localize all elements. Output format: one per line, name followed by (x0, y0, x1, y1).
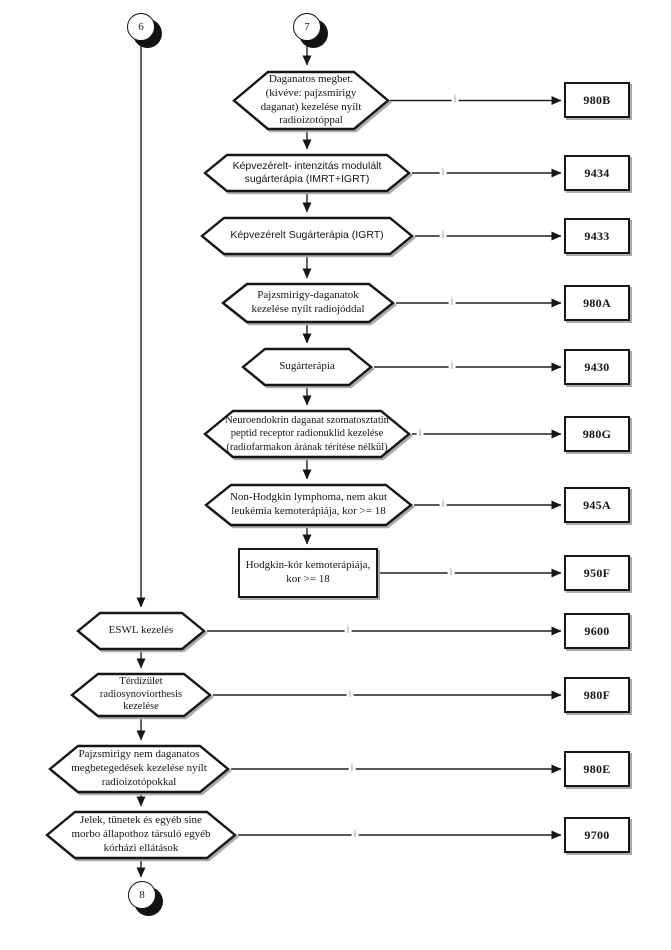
code-box-980b: 980B (564, 82, 630, 118)
node-label: Daganatos megbet. (kivéve: pajzsmirigy d… (260, 73, 362, 127)
connector-number: 7 (304, 21, 310, 33)
code-label: 9700 (584, 827, 610, 842)
node-label: Pajzsmirigy-daganatok kezelése nyílt rad… (251, 289, 365, 315)
node-label: Non-Hodgkin lymphoma, nem akut leukémia … (229, 491, 388, 517)
code-label: 950F (583, 565, 611, 580)
node-pajzsmirigy-daganatok: Pajzsmirigy-daganatok kezelése nyílt rad… (221, 282, 395, 324)
code-box-980f: 980F (564, 677, 630, 713)
code-box-9600: 9600 (564, 613, 630, 649)
hexagon-shape (70, 672, 212, 718)
wire-label-i: i (344, 624, 352, 636)
hexagon-shape (203, 409, 411, 459)
wire-label-i: i (439, 498, 447, 510)
connector-circle: 6 (127, 13, 155, 41)
hexagon-shape (200, 216, 414, 256)
node-hodgkin-kor: Hodgkin-kór kemoterápiája, kor >= 18 (238, 548, 378, 598)
code-label: 980F (583, 687, 611, 702)
wire-label-i: i (439, 229, 447, 241)
node-igrt: Képvezérelt Sugárterápia (IGRT) (200, 216, 414, 256)
offpage-connector-7: 7 (293, 13, 329, 49)
node-label: Jelek, tünetek és egyéb sine morbo állap… (71, 814, 211, 854)
code-label: 9430 (584, 359, 610, 374)
hexagon-shape (76, 611, 206, 651)
node-label: Képvezérelt- intenzitás modulált sugárte… (232, 159, 382, 185)
hexagon-shape (48, 744, 230, 794)
code-label: 980B (583, 92, 611, 107)
connector-circle: 8 (128, 881, 156, 909)
code-label: 980E (583, 761, 611, 776)
code-box-950f: 950F (564, 555, 630, 591)
code-box-980a: 980A (564, 285, 630, 321)
connector-number: 6 (138, 21, 144, 33)
hexagon-shape (221, 282, 395, 324)
node-label: ESWL kezelés (108, 624, 174, 637)
code-box-980g: 980G (564, 416, 630, 452)
node-label: Hodgkin-kór kemoterápiája, kor >= 18 (245, 559, 371, 585)
wire-label-i: i (351, 828, 359, 840)
wire-label-i: i (348, 762, 356, 774)
code-label: 9600 (584, 623, 610, 638)
code-label: 9434 (584, 165, 610, 180)
connector-circle: 7 (293, 13, 321, 41)
node-imrt-igrt: Képvezérelt- intenzitás modulált sugárte… (203, 153, 411, 193)
node-jelek-tunetek: Jelek, tünetek és egyéb sine morbo állap… (45, 810, 237, 860)
node-label: Térdízület radiosynoviorthesis kezelése (99, 676, 183, 713)
wire-label-i: i (439, 166, 447, 178)
node-non-hodgkin: Non-Hodgkin lymphoma, nem akut leukémia … (204, 483, 413, 527)
node-eswl: ESWL kezelés (76, 611, 206, 651)
offpage-connector-8: 8 (128, 881, 164, 917)
wire-label-i: i (346, 688, 354, 700)
wire-label-i: i (447, 566, 455, 578)
connector-number: 8 (139, 889, 145, 901)
hexagon-shape (45, 810, 237, 860)
wire-label-i: i (448, 296, 456, 308)
node-pajzsmirigy-nem-daganatos: Pajzsmirigy nem daganatos megbetegedések… (48, 744, 230, 794)
code-box-9433: 9433 (564, 218, 630, 254)
hexagon-shape (241, 347, 373, 387)
code-box-9700: 9700 (564, 817, 630, 853)
code-box-9434: 9434 (564, 155, 630, 191)
offpage-connector-6: 6 (127, 13, 163, 49)
wire-label-i: i (416, 427, 424, 439)
node-daganatos-megbet: Daganatos megbet. (kivéve: pajzsmirigy d… (232, 70, 390, 131)
node-terdizulet: Térdízület radiosynoviorthesis kezelése (70, 672, 212, 718)
code-box-980e: 980E (564, 751, 630, 787)
node-label: Pajzsmirigy nem daganatos megbetegedések… (71, 748, 207, 788)
node-neuroendokrin: Neuroendokrin daganat szomatosztatin pep… (203, 409, 411, 459)
code-box-9430: 9430 (564, 349, 630, 385)
hexagon-shape (203, 153, 411, 193)
hexagon-shape (204, 483, 413, 527)
node-label: Neuroendokrin daganat szomatosztatin pep… (225, 415, 389, 453)
code-label: 980G (582, 426, 612, 441)
code-label: 945A (583, 497, 611, 512)
node-sugarterapia: Sugárterápia (241, 347, 373, 387)
wire-label-i: i (448, 360, 456, 372)
node-label: Sugárterápia (279, 360, 335, 373)
wire-label-i: i (451, 93, 459, 105)
hexagon-shape (232, 70, 390, 131)
code-label: 9433 (584, 228, 610, 243)
code-label: 980A (583, 295, 611, 310)
code-box-945a: 945A (564, 487, 630, 523)
node-label: Képvezérelt Sugárterápia (IGRT) (230, 229, 384, 242)
